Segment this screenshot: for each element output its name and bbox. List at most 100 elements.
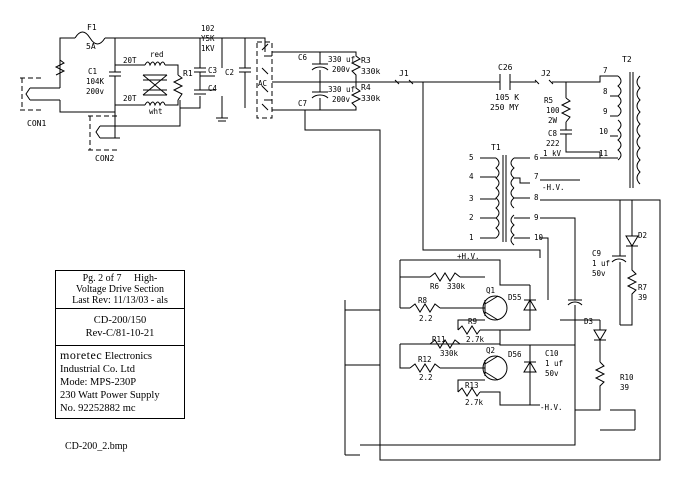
resistor-r6: R6 330k [400, 272, 485, 291]
capacitor-c1: C1 104K 200v [86, 65, 121, 96]
common-mode-choke: 20T 20T red wht [123, 50, 168, 116]
hv-minus-bottom-label: -H.V. [540, 403, 563, 412]
capacitor-c2: C2 [225, 67, 251, 96]
t2-label: T2 [622, 55, 632, 64]
f1-value: 5A [86, 42, 96, 51]
c8-rating: 1 kV [543, 149, 562, 158]
cap-c6: C6 330 uf 200v [298, 51, 355, 82]
r12-value: 2.2 [419, 373, 433, 382]
r1-label: R1 [183, 69, 193, 78]
cap-c26: C26 105 K 250 MY [490, 63, 519, 112]
c7-voltage: 200v [332, 95, 351, 104]
title-block-header: Pg. 2 of 7 High- Voltage Drive Section L… [56, 271, 184, 309]
r8-value: 2.2 [419, 314, 433, 323]
c10-value: 1 uf [545, 359, 563, 368]
r13-value: 2.7k [465, 398, 484, 407]
t1-pin-1: 1 [469, 233, 474, 242]
resistor-r11: R11 330k [429, 335, 461, 358]
resistor-r12: R12 2.2 [409, 355, 441, 382]
wire-white-label: wht [149, 107, 163, 116]
diode-d2: D2 [620, 199, 647, 262]
c7-ref: C7 [298, 99, 307, 108]
title-line-1: Pg. 2 of 7 High- [82, 273, 158, 284]
resistor-r8: R8 2.2 [409, 296, 441, 323]
q2-ref: Q2 [486, 346, 495, 355]
hv-plus-label: +H.V. [457, 252, 480, 261]
wire-red-label: red [150, 50, 164, 59]
c10-ref: C10 [545, 349, 559, 358]
title-block-company: moretec Electronics Industrial Co. Ltd M… [56, 346, 184, 418]
t1-pin-9: 9 [534, 213, 539, 222]
capacitors-c3-c4: C3 C4 102 Y5K 1KV [194, 24, 228, 122]
bottom-return-wiring [345, 429, 635, 460]
resistor-r9: R9 2.7k [457, 317, 485, 344]
company-line-1: moretec Electronics [60, 349, 180, 363]
resistor-r13: R13 2.7k [457, 381, 484, 407]
r6-value: 330k [447, 282, 466, 291]
resistor-r5: R5 100 2W [544, 96, 572, 125]
t1-pin-3: 3 [469, 194, 474, 203]
power-line: 230 Watt Power Supply [60, 390, 160, 401]
r6-ref: R6 [430, 282, 440, 291]
fuse-f1: F1 5A [74, 23, 106, 51]
diode-d55: D55 [508, 293, 537, 311]
cap-c7: C7 330 uf 200v [298, 82, 355, 111]
r11-ref: R11 [432, 335, 446, 344]
t2-pin-8: 8 [603, 87, 608, 96]
c26-rating: 250 MY [490, 103, 519, 112]
r10-value: 39 [620, 383, 629, 392]
title-line-3: Last Rev: 11/13/03 - als [72, 295, 168, 306]
bridge-rectifier: AC [256, 41, 340, 119]
company-line-2: Industrial Co. Ltd [60, 364, 135, 375]
c6-ref: C6 [298, 53, 308, 62]
resistor-input-left [54, 59, 66, 76]
r8-ref: R8 [418, 296, 428, 305]
j1-jumper: J1 [399, 69, 409, 78]
cap-c10: C10 1 uf 50v [545, 299, 583, 430]
cap-note-2: Y5K [201, 34, 215, 43]
ac-label: AC [258, 79, 267, 88]
r10-ref: R10 [620, 373, 634, 382]
cap-c9: C9 1 uf 50v [592, 240, 627, 325]
t2-pin-11: 11 [599, 149, 608, 158]
t2-pin-9: 9 [603, 107, 608, 116]
r9-ref: R9 [468, 317, 477, 326]
hv-minus-top: -H.V. [542, 183, 565, 192]
c26-value: 105 K [495, 93, 519, 102]
cap-note-1: 102 [201, 24, 215, 33]
resistors-r3-r4: R3 330k R4 330k [320, 51, 380, 111]
c6-voltage: 200v [332, 65, 351, 74]
c26-ref: C26 [498, 63, 513, 72]
diode-d56: D56 [508, 350, 537, 373]
c2-label: C2 [225, 68, 234, 77]
model-line-2: Rev-C/81-10-21 [85, 328, 155, 339]
con1-connector: CON1 [20, 77, 60, 128]
mode-line: Mode: MPS-230P [60, 377, 137, 388]
t1-pin-8: 8 [534, 193, 539, 202]
r12-ref: R12 [418, 355, 432, 364]
d2-ref: D2 [638, 231, 647, 240]
hv-plus: +H.V. [457, 252, 480, 261]
transistor-q2: Q2 [482, 346, 508, 381]
r4-ref: R4 [361, 83, 371, 92]
title-block-model: CD-200/150 Rev-C/81-10-21 [56, 309, 184, 346]
brand-name: moretec [60, 348, 103, 362]
title-block: Pg. 2 of 7 High- Voltage Drive Section L… [55, 270, 185, 419]
cap-c8: C8 222 1 kV [543, 129, 562, 158]
r13-ref: R13 [465, 381, 479, 390]
r5-watt: 2W [548, 116, 558, 125]
resistor-r1: R1 [172, 69, 193, 101]
c1-value: 104K [86, 77, 105, 86]
t1-label: T1 [491, 143, 501, 152]
r11-value: 330k [440, 349, 459, 358]
c7-value: 330 uf [328, 85, 355, 94]
model-line-1: CD-200/150 [93, 315, 147, 326]
d55-ref: D55 [508, 293, 522, 302]
r7-value: 39 [638, 293, 647, 302]
diode-d3: D3 [584, 317, 607, 362]
filename-caption: CD-200_2.bmp [65, 441, 128, 452]
c6-value: 330 uf [328, 55, 355, 64]
r9-value: 2.7k [466, 335, 485, 344]
t2-pin-10: 10 [599, 127, 609, 136]
